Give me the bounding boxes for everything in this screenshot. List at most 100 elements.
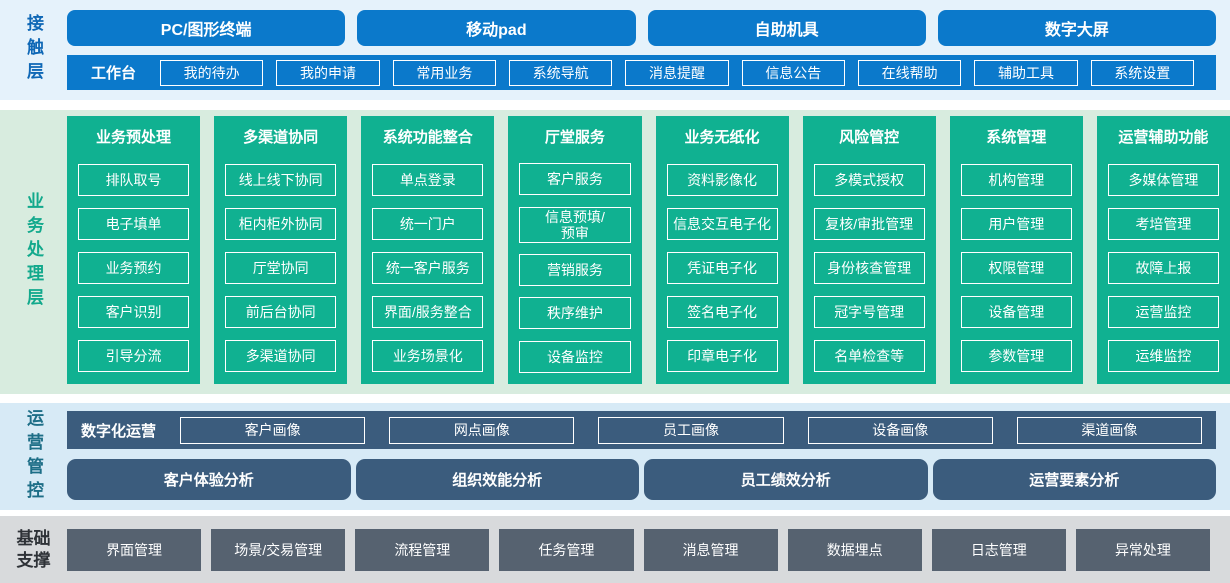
business-function-item[interactable]: 凭证电子化 — [666, 252, 778, 284]
foundation-item[interactable]: 流程管理 — [355, 528, 490, 571]
business-column-title: 系统管理 — [986, 129, 1047, 146]
digital-operations-bar: 数字化运营 客户画像网点画像员工画像设备画像渠道画像 — [67, 411, 1216, 449]
business-column-title: 厅堂服务 — [544, 129, 605, 146]
business-column: 多渠道协同 线上线下协同柜内柜外协同厅堂协同前后台协同多渠道协同 — [214, 116, 348, 384]
business-function-item[interactable]: 多模式授权 — [813, 164, 925, 196]
foundation-item[interactable]: 日志管理 — [931, 528, 1066, 571]
business-function-item[interactable]: 业务预约 — [78, 252, 190, 284]
workbench-item[interactable]: 辅助工具 — [974, 59, 1078, 86]
business-function-item[interactable]: 客户识别 — [78, 296, 190, 328]
business-function-item[interactable]: 运维监控 — [1107, 340, 1219, 372]
business-function-item[interactable]: 签名电子化 — [666, 296, 778, 328]
business-function-item[interactable]: 厅堂协同 — [225, 252, 337, 284]
business-function-item[interactable]: 冠字号管理 — [813, 296, 925, 328]
workbench-item[interactable]: 我的申请 — [276, 59, 380, 86]
business-function-item[interactable]: 前后台协同 — [225, 296, 337, 328]
business-column-items: 机构管理用户管理权限管理设备管理参数管理 — [960, 152, 1072, 384]
business-function-item[interactable]: 设备管理 — [960, 296, 1072, 328]
portrait-item[interactable]: 客户画像 — [180, 416, 366, 444]
business-function-item[interactable]: 统一客户服务 — [372, 252, 484, 284]
terminal-button[interactable]: 移动pad — [357, 10, 636, 46]
business-column-items: 客户服务信息预填/ 预审营销服务秩序维护设备监控 — [519, 152, 631, 384]
analysis-button[interactable]: 员工绩效分析 — [644, 459, 928, 500]
foundation-item[interactable]: 场景/交易管理 — [211, 528, 346, 571]
portrait-items: 客户画像网点画像员工画像设备画像渠道画像 — [180, 416, 1203, 444]
business-function-item[interactable]: 界面/服务整合 — [372, 296, 484, 328]
business-column-items: 资料影像化信息交互电子化凭证电子化签名电子化印章电子化 — [666, 152, 778, 384]
business-function-item[interactable]: 多媒体管理 — [1107, 164, 1219, 196]
business-column-items: 多模式授权复核/审批管理身份核查管理冠字号管理名单检查等 — [813, 152, 925, 384]
business-layer: 业务处理层 业务预处理 排队取号电子填单业务预约客户识别引导分流 多渠道协同 线… — [0, 110, 1230, 394]
business-column: 系统管理 机构管理用户管理权限管理设备管理参数管理 — [949, 116, 1083, 384]
foundation-item[interactable]: 异常处理 — [1075, 528, 1210, 571]
foundation-item[interactable]: 界面管理 — [67, 528, 202, 571]
business-function-item[interactable]: 线上线下协同 — [225, 164, 337, 196]
business-function-item[interactable]: 柜内柜外协同 — [225, 208, 337, 240]
business-function-item[interactable]: 运营监控 — [1107, 296, 1219, 328]
business-function-item[interactable]: 单点登录 — [372, 164, 484, 196]
workbench-label: 工作台 — [91, 65, 137, 82]
business-function-item[interactable]: 权限管理 — [960, 252, 1072, 284]
business-function-item[interactable]: 名单检查等 — [813, 340, 925, 372]
workbench-item[interactable]: 消息提醒 — [625, 59, 729, 86]
workbench-item[interactable]: 常用业务 — [392, 59, 496, 86]
workbench-item[interactable]: 系统设置 — [1090, 59, 1194, 86]
foundation-item[interactable]: 任务管理 — [499, 528, 634, 571]
contact-layer: 接触层 PC/图形终端移动pad 自助机具数字大屏 工作台 我的待办我的申请常用业… — [0, 0, 1230, 100]
workbench-item[interactable]: 信息公告 — [741, 59, 845, 86]
business-function-item[interactable]: 统一门户 — [372, 208, 484, 240]
terminal-button[interactable]: PC/图形终端 — [67, 10, 346, 46]
business-function-item[interactable]: 故障上报 — [1107, 252, 1219, 284]
portrait-item[interactable]: 员工画像 — [598, 416, 784, 444]
operations-layer-content: 数字化运营 客户画像网点画像员工画像设备画像渠道画像 客户体验分析组织效能分析员… — [67, 403, 1230, 510]
business-function-item[interactable]: 机构管理 — [960, 164, 1072, 196]
contact-layer-content: PC/图形终端移动pad 自助机具数字大屏 工作台 我的待办我的申请常用业务系统导… — [67, 0, 1230, 100]
business-function-item[interactable]: 多渠道协同 — [225, 340, 337, 372]
business-column-items: 单点登录统一门户统一客户服务界面/服务整合业务场景化 — [372, 152, 484, 384]
workbench-item[interactable]: 在线帮助 — [857, 59, 962, 86]
business-layer-rail: 业务处理层 — [0, 110, 67, 394]
portrait-item[interactable]: 网点画像 — [389, 416, 575, 444]
terminal-button[interactable]: 数字大屏 — [937, 10, 1216, 46]
business-column: 运营辅助功能 多媒体管理考培管理故障上报运营监控运维监控 — [1096, 116, 1230, 384]
workbench-item[interactable]: 系统导航 — [509, 59, 613, 86]
foundation-item[interactable]: 消息管理 — [643, 528, 778, 571]
analysis-row: 客户体验分析组织效能分析员工绩效分析运营要素分析 — [67, 459, 1216, 500]
business-function-item[interactable]: 营销服务 — [519, 254, 631, 287]
business-function-item[interactable]: 引导分流 — [78, 340, 190, 372]
business-function-item[interactable]: 电子填单 — [78, 208, 190, 240]
business-function-item[interactable]: 秩序维护 — [519, 297, 631, 330]
business-function-item[interactable]: 用户管理 — [960, 208, 1072, 240]
business-function-item[interactable]: 业务场景化 — [372, 340, 484, 372]
operations-layer: 运营管控 数字化运营 客户画像网点画像员工画像设备画像渠道画像 客户体验分析组织… — [0, 403, 1230, 510]
business-layer-label: 业务处理层 — [24, 192, 43, 312]
analysis-button[interactable]: 客户体验分析 — [67, 459, 351, 500]
business-function-item[interactable]: 印章电子化 — [666, 340, 778, 372]
business-function-item[interactable]: 资料影像化 — [666, 164, 778, 196]
business-column: 业务预处理 排队取号电子填单业务预约客户识别引导分流 — [67, 116, 201, 384]
business-function-item[interactable]: 客户服务 — [519, 163, 631, 196]
business-function-item[interactable]: 排队取号 — [78, 164, 190, 196]
operations-layer-label: 运营管控 — [24, 408, 43, 505]
terminal-button[interactable]: 自助机具 — [647, 10, 926, 46]
portrait-item[interactable]: 渠道画像 — [1016, 416, 1203, 444]
foundation-item[interactable]: 数据埋点 — [787, 528, 922, 571]
workbench-item[interactable]: 我的待办 — [160, 59, 264, 86]
contact-layer-label: 接触层 — [24, 14, 43, 86]
business-function-item[interactable]: 信息预填/ 预审 — [519, 206, 631, 243]
business-column-items: 排队取号电子填单业务预约客户识别引导分流 — [78, 152, 190, 384]
business-function-item[interactable]: 设备监控 — [519, 340, 631, 373]
foundation-layer: 基础 支撑 界面管理场景/交易管理流程管理任务管理消息管理数据埋点日志管理异常处… — [0, 516, 1230, 583]
business-column: 业务无纸化 资料影像化信息交互电子化凭证电子化签名电子化印章电子化 — [655, 116, 789, 384]
business-function-item[interactable]: 参数管理 — [960, 340, 1072, 372]
business-column-title: 业务无纸化 — [684, 129, 760, 146]
business-function-item[interactable]: 考培管理 — [1107, 208, 1219, 240]
business-function-item[interactable]: 信息交互电子化 — [666, 208, 778, 240]
business-column: 风险管控 多模式授权复核/审批管理身份核查管理冠字号管理名单检查等 — [802, 116, 936, 384]
portrait-item[interactable]: 设备画像 — [807, 416, 993, 444]
analysis-button[interactable]: 运营要素分析 — [932, 459, 1216, 500]
business-function-item[interactable]: 身份核查管理 — [813, 252, 925, 284]
business-function-item[interactable]: 复核/审批管理 — [813, 208, 925, 240]
analysis-button[interactable]: 组织效能分析 — [355, 459, 639, 500]
